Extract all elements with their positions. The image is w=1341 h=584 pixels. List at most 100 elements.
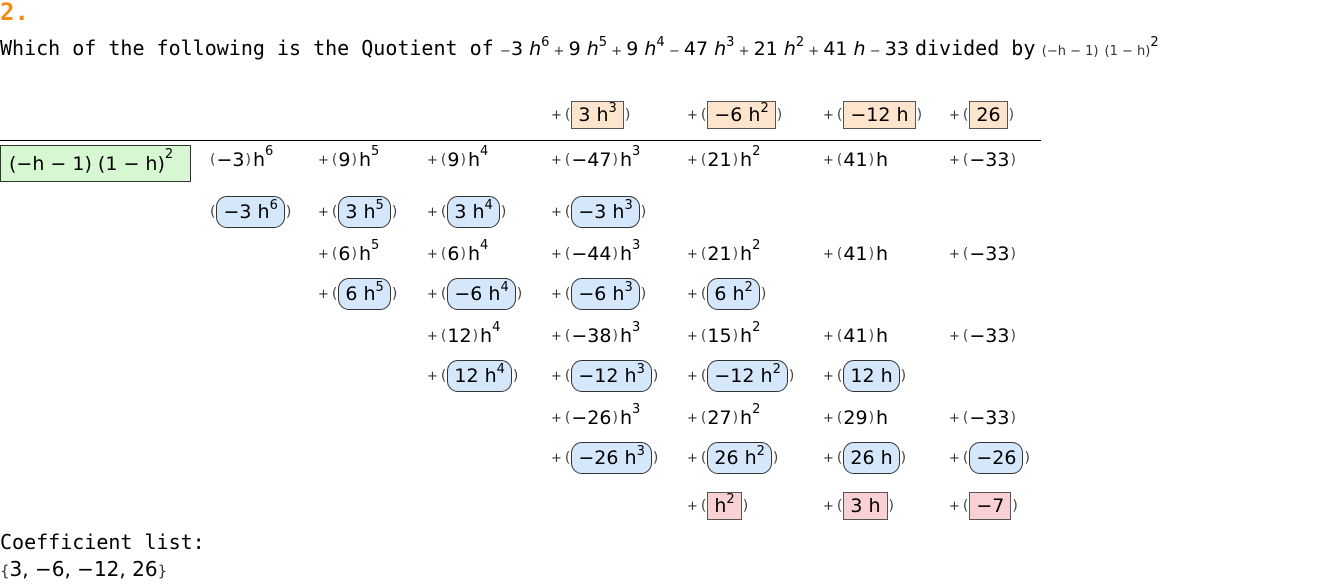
open-paren: ( xyxy=(440,204,447,220)
divisor-exponent: 2 xyxy=(1150,35,1159,50)
subtraction-term: 12 h xyxy=(843,360,900,392)
dividend-coef: 21 xyxy=(753,38,784,60)
close-paren: ) xyxy=(612,246,618,262)
open-paren: ( xyxy=(962,450,969,466)
term-cell: +(41)h xyxy=(823,140,888,180)
open-paren: ( xyxy=(700,246,707,262)
plus-sign: + xyxy=(551,286,562,302)
divisor-box: (−h − 1) (1 − h)2 xyxy=(0,145,191,182)
term-exponent: 2 xyxy=(752,143,761,159)
dividend-sign: + xyxy=(549,44,569,59)
close-paren: ) xyxy=(351,152,357,168)
term-exponent: 5 xyxy=(370,237,380,253)
subtraction-cell: (−3 h6) xyxy=(210,192,291,232)
subtraction-term-exp: 3 xyxy=(636,444,645,459)
subtraction-cell: +(−26) xyxy=(949,438,1030,478)
divisor-factor-b: (1 − h) xyxy=(1104,44,1151,59)
close-paren: ) xyxy=(472,328,479,344)
close-paren: ) xyxy=(516,286,523,302)
open-paren: ( xyxy=(836,498,843,514)
coefficient-list: {3, −6, −12, 26} xyxy=(0,557,168,581)
close-paren: ) xyxy=(760,286,767,302)
term-variable: h xyxy=(876,149,889,171)
open-paren: ( xyxy=(962,498,969,514)
close-paren: ) xyxy=(460,246,466,262)
subtraction-term-text: 12 h xyxy=(850,365,893,387)
close-paren: ) xyxy=(1010,410,1016,426)
dividend-sign: − xyxy=(664,44,684,59)
remainder-term-text: −7 xyxy=(976,495,1005,517)
term-coefficient: 6 xyxy=(447,243,460,265)
divisor-factor-a: (−h − 1) xyxy=(1041,44,1099,59)
open-paren: ( xyxy=(700,410,707,426)
plus-sign: + xyxy=(427,286,438,302)
term-exponent: 2 xyxy=(752,319,761,335)
term-variable: h xyxy=(252,149,265,171)
dividend-var: h xyxy=(644,38,657,60)
open-paren: ( xyxy=(962,328,969,344)
term-exponent: 3 xyxy=(632,143,641,159)
open-paren: ( xyxy=(836,410,843,426)
subtraction-term: −26 xyxy=(969,442,1024,474)
remainder-term-text: h xyxy=(714,495,727,517)
open-paren: ( xyxy=(836,107,843,123)
subtraction-term: 26 h xyxy=(843,442,900,474)
plus-sign: + xyxy=(551,368,562,384)
term-variable: h xyxy=(619,325,632,347)
subtraction-term-text: 12 h xyxy=(454,365,497,387)
term-variable: h xyxy=(358,243,371,265)
plus-sign: + xyxy=(551,410,562,426)
term-variable: h xyxy=(467,243,480,265)
open-paren: ( xyxy=(700,107,707,123)
term-cell: +(−33) xyxy=(949,234,1016,274)
open-paren: ( xyxy=(962,107,969,123)
term-variable: h xyxy=(619,407,632,429)
plus-sign: + xyxy=(427,246,438,262)
term-exponent: 6 xyxy=(265,143,274,159)
open-paren: ( xyxy=(836,152,843,168)
dividend-var: h xyxy=(714,38,727,60)
plus-sign: + xyxy=(823,368,834,384)
close-paren: ) xyxy=(624,107,631,123)
plus-sign: + xyxy=(551,246,562,262)
plus-sign: + xyxy=(949,152,960,168)
open-paren: ( xyxy=(700,450,707,466)
quotient-term: 3 h3 xyxy=(571,101,624,129)
close-paren: ) xyxy=(612,328,618,344)
subtraction-term-text: 3 h xyxy=(454,201,485,223)
plus-sign: + xyxy=(823,107,834,123)
open-paren: ( xyxy=(836,368,843,384)
subtraction-cell: +(−6 h4) xyxy=(427,274,522,314)
close-paren: ) xyxy=(776,107,783,123)
subtraction-cell: +(−26 h3) xyxy=(551,438,658,478)
close-paren: ) xyxy=(1010,328,1016,344)
plus-sign: + xyxy=(949,246,960,262)
plus-sign: + xyxy=(687,246,698,262)
close-paren: ) xyxy=(285,204,292,220)
close-paren: ) xyxy=(1010,246,1016,262)
open-paren: ( xyxy=(836,450,843,466)
plus-sign: + xyxy=(949,450,960,466)
subtraction-term-exp: 5 xyxy=(375,280,384,295)
term-coefficient: −33 xyxy=(969,325,1010,347)
subtraction-term-exp: 3 xyxy=(624,280,633,295)
close-paren: ) xyxy=(900,450,907,466)
question-text: Which of the following is the Quotient o… xyxy=(0,35,1159,60)
open-paren: ( xyxy=(836,328,843,344)
close-paren: ) xyxy=(868,246,875,262)
plus-sign: + xyxy=(551,204,562,220)
question-connector: divided by xyxy=(914,36,1036,60)
divisor-label: (−h − 1) (1 − h) xyxy=(9,152,165,175)
close-paren: ) xyxy=(612,410,618,426)
subtraction-term: −6 h3 xyxy=(571,278,640,310)
plus-sign: + xyxy=(551,152,562,168)
close-paren: ) xyxy=(1012,498,1018,514)
term-variable: h xyxy=(740,325,753,347)
dividend-expression: −3 h6 + 9 h5 + 9 h4 − 47 h3 + 21 h2 + 41… xyxy=(500,35,915,60)
term-coefficient: 9 xyxy=(447,149,460,171)
open-paren: ( xyxy=(700,368,707,384)
dividend-coef: 9 xyxy=(626,38,645,60)
divisor-expression: (−h − 1) (1 − h)2 xyxy=(1041,35,1159,60)
